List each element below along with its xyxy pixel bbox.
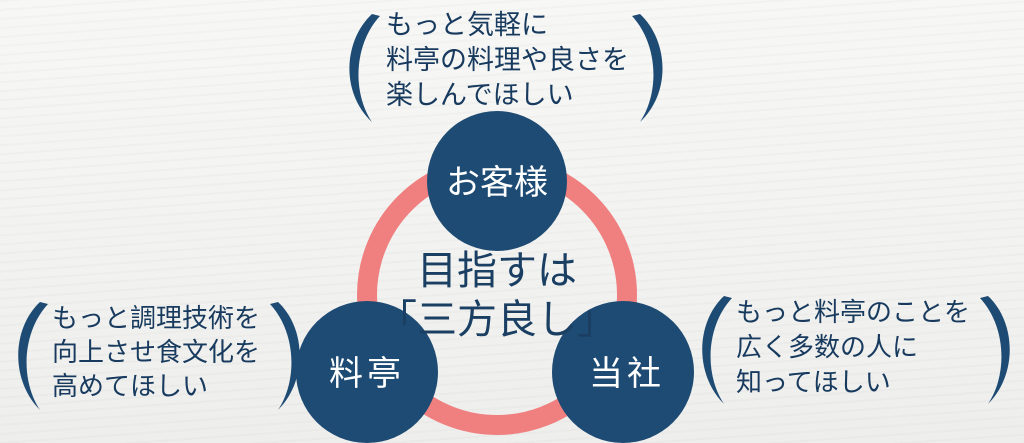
right-bracket-icon: [980, 296, 1010, 404]
bracket-company-group: [702, 296, 1010, 404]
bracket-ryotei-group: [18, 302, 300, 410]
right-bracket-icon: [270, 302, 300, 410]
note-ryotei: もっと調理技術を 向上させ食文化を 高めてほしい: [52, 302, 260, 404]
node-customer-label: お客様: [446, 163, 548, 203]
node-customer: [427, 111, 567, 251]
bracket-customer-group: [349, 14, 663, 122]
right-bracket-icon: [632, 14, 663, 122]
left-bracket-icon: [349, 14, 380, 122]
node-ryotei: [296, 301, 438, 443]
node-ryotei-label: 料亭: [329, 354, 405, 394]
note-company: もっと料亭のことを 広く多数の人に 知ってほしい: [736, 296, 970, 401]
note-company-line1: もっと料亭のことを: [736, 298, 971, 328]
note-ryotei-line2: 向上させ食文化を: [52, 338, 261, 368]
note-ryotei-line3: 高めてほしい: [52, 372, 209, 402]
note-customer-line2: 料亭の料理や良さを: [386, 45, 629, 76]
note-customer-line3: 楽しんでほしい: [386, 80, 574, 111]
center-title-line2: 「三方良し」: [377, 297, 617, 343]
left-bracket-icon: [702, 296, 732, 404]
note-company-line2: 広く多数の人に: [736, 333, 919, 363]
node-company: [552, 301, 694, 443]
note-company-line3: 知ってほしい: [736, 368, 891, 398]
center-title-line1: 目指すは: [417, 248, 577, 294]
note-customer: もっと気軽に 料亭の料理や良さを 楽しんでほしい: [386, 8, 629, 113]
left-bracket-icon: [18, 302, 48, 410]
note-customer-line1: もっと気軽に: [386, 10, 548, 41]
note-ryotei-line1: もっと調理技術を: [52, 304, 261, 334]
node-company-label: 当社: [589, 354, 665, 394]
